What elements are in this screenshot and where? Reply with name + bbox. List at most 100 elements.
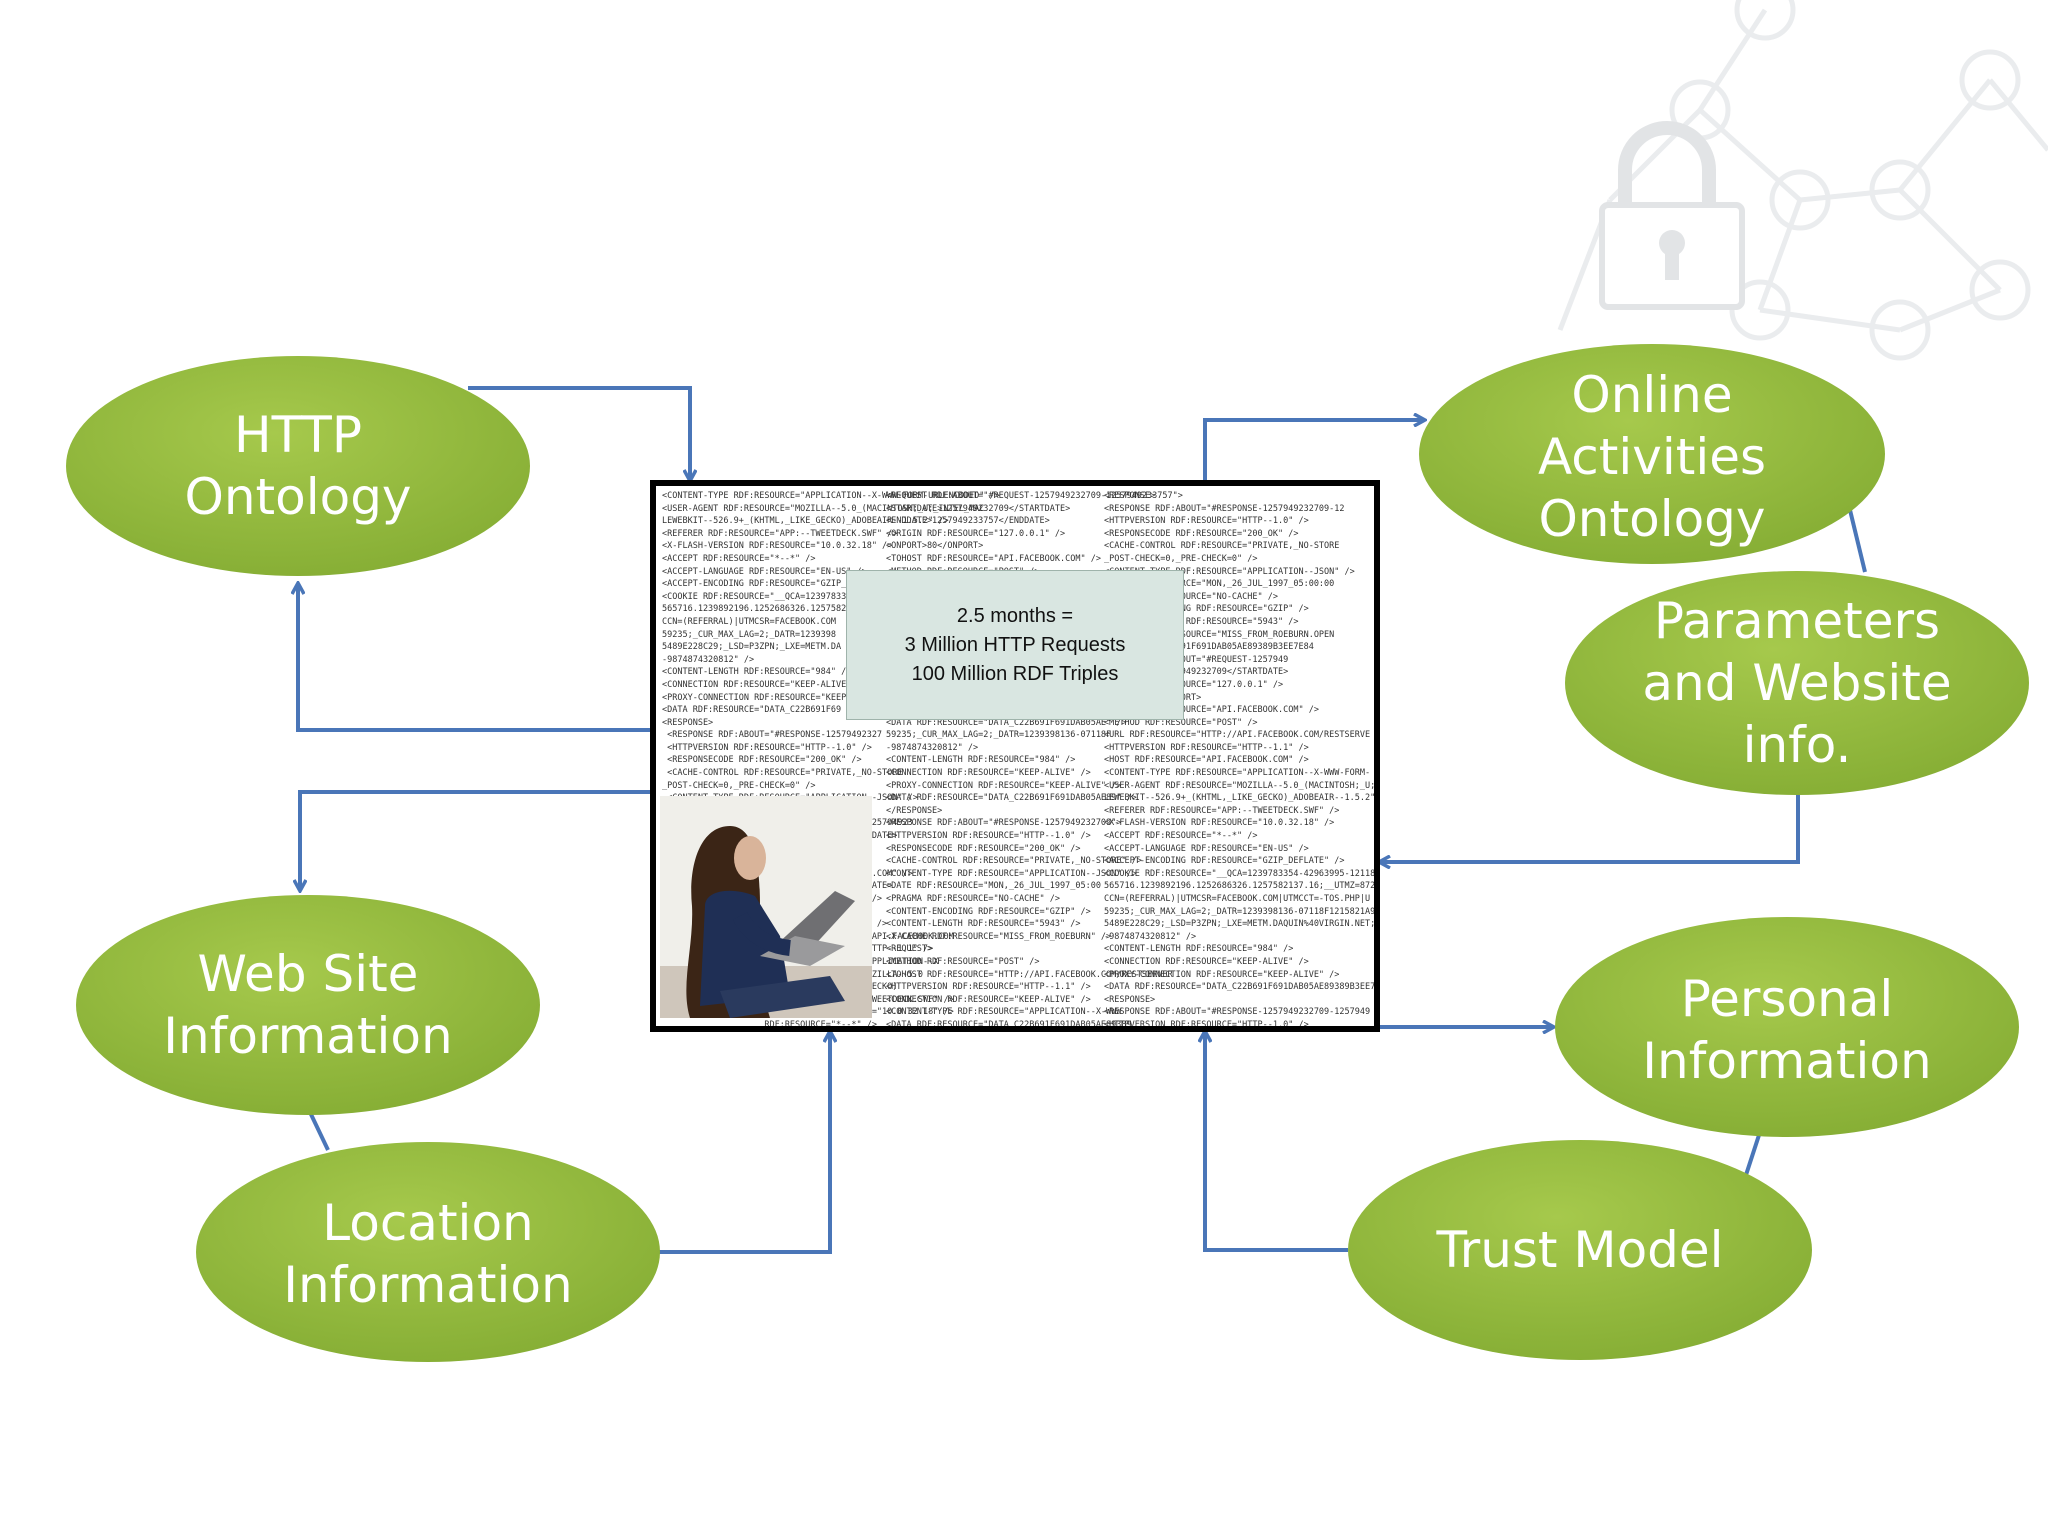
connector-arrows bbox=[298, 386, 1867, 1254]
arrow-center-to-http bbox=[298, 584, 650, 732]
rdf-line: <REFERER RDF:RESOURCE="APP:--TWEETDECK.S… bbox=[1104, 805, 1340, 816]
rdf-line: <CACHE-CONTROL RDF:RESOURCE="PRIVATE,_NO… bbox=[1104, 541, 1340, 552]
rdf-line: <TOHOST RDF:RESOURCE="API.FACEBOOK.COM" … bbox=[886, 553, 1101, 564]
rdf-line: <X-FLASH-VERSION RDF:RESOURCE="10.0.32.1… bbox=[1104, 818, 1335, 829]
rdf-line: <COOKIE RDF:RESOURCE="__QCA=1239783354-4… bbox=[1104, 868, 1376, 879]
arrow-location-to-center bbox=[658, 1032, 830, 1254]
rdf-line: <ACCEPT-ENCODING RDF:RESOURCE="GZIP_DEFL… bbox=[1104, 856, 1345, 867]
rdf-line: LEWEBKIT--526.9+_(KHTML,_LIKE_GECKO)_ADO… bbox=[1104, 793, 1380, 804]
rdf-line: <REQUEST> bbox=[886, 944, 933, 955]
node-location-information bbox=[196, 1142, 660, 1362]
rdf-line: <STARTDATE>1257949232709</STARTDATE> bbox=[886, 503, 1071, 514]
node-http-ontology bbox=[66, 356, 530, 576]
rdf-line: <METHOD RDF:RESOURCE="POST" /> bbox=[886, 956, 1040, 967]
rdf-line: <RESPONSE> bbox=[1104, 994, 1156, 1005]
rdf-line: <CONTENT-TYPE RDF:RESOURCE="APPLICATION-… bbox=[886, 868, 1137, 879]
rdf-line: <RESPONSECODE RDF:RESOURCE="200_OK" /> bbox=[886, 843, 1081, 854]
rdf-line: 59235;_CUR_MAX_LAG=2;_DATR=1239398 bbox=[662, 629, 836, 640]
stats-line-requests: 3 Million HTTP Requests bbox=[904, 633, 1126, 656]
rdf-text-column-2: <REQUEST RDF:ABOUT="#REQUEST-12579492327… bbox=[886, 490, 1183, 1030]
node-personal-information bbox=[1555, 917, 2019, 1137]
rdf-line: 59235;_CUR_MAX_LAG=2;_DATR=1239398136-07… bbox=[1104, 906, 1380, 917]
stats-line-duration: 2.5 months = bbox=[956, 604, 1074, 627]
rdf-line: <CONTENT-LENGTH RDF:RESOURCE="5943" /> bbox=[886, 919, 1081, 930]
rdf-line: <RESPONSE RDF:ABOUT="#RESPONSE-125794923… bbox=[662, 730, 883, 741]
rdf-line: LEWEBKIT--526.9+_(KHTML,_LIKE_GECKO)_ADO… bbox=[662, 516, 949, 527]
rdf-line: <COOKIE RDF:RESOURCE="__QCA=1239783354 bbox=[662, 591, 857, 602]
rdf-line: <RESPONSE> bbox=[1104, 491, 1156, 501]
arrow-trust-to-center bbox=[1205, 1032, 1348, 1252]
rdf-line: <CONTENT-LENGTH RDF:RESOURCE="984" /> bbox=[886, 755, 1076, 766]
node-web-site-information bbox=[76, 895, 540, 1115]
rdf-line: <CONTENT-ENCODING RDF:RESOURCE="GZIP" /> bbox=[886, 906, 1091, 917]
rdf-line: 565716.1239892196.1252686326.1257582 bbox=[662, 604, 847, 615]
rdf-line: <ENDDATE>1257949233757</ENDDATE> bbox=[886, 516, 1050, 527]
rdf-line: <DATA RDF:RESOURCE="DATA_C22B691F691DAB0… bbox=[1104, 982, 1376, 993]
arrow-params-to-center bbox=[1380, 792, 1800, 862]
arrow-center-to-online bbox=[1203, 420, 1424, 480]
rdf-line: <USER-AGENT RDF:RESOURCE="MOZILLA--5.0_(… bbox=[662, 503, 985, 514]
stats-line-triples: 100 Million RDF Triples bbox=[911, 662, 1119, 685]
rdf-line: <CONNECTION RDF:RESOURCE="KEEP-ALIVE" /> bbox=[886, 994, 1091, 1005]
rdf-line: <URL RDF:RESOURCE="HTTP://API.FACEBOOK.C… bbox=[1104, 730, 1371, 741]
rdf-line: <ORIGIN RDF:RESOURCE="127.0.0.1" /> bbox=[886, 528, 1066, 539]
rdf-line: <CONTENT-TYPE RDF:RESOURCE="APPLICATION-… bbox=[662, 491, 1000, 501]
node-parameters-website-info bbox=[1565, 571, 2029, 795]
node-online-activities-ontology bbox=[1419, 344, 1885, 564]
rdf-line: 565716.1239892196.1252686326.1257582137.… bbox=[1104, 881, 1380, 892]
arrow-center-to-website bbox=[300, 790, 650, 890]
rdf-line: <RESPONSE> bbox=[662, 717, 714, 728]
rdf-line: <DATA RDF:RESOURCE="DATA_C22B691F691DAB0… bbox=[886, 1019, 1132, 1030]
stats-callout: 2.5 months = 3 Million HTTP Requests 100… bbox=[846, 570, 1184, 720]
rdf-line: <CONNECTION RDF:RESOURCE="KEEP-ALIVE" /> bbox=[1104, 956, 1309, 967]
link-website-location bbox=[306, 1107, 330, 1151]
rdf-line: <METHOD RDF:RESOURCE="POST" /> bbox=[1104, 717, 1258, 728]
rdf-line: <RESPONSECODE RDF:RESOURCE="200_OK" /> bbox=[1104, 528, 1299, 539]
rdf-line: <REFERER RDF:RESOURCE="APP:--TWEETDECK.S… bbox=[662, 528, 898, 539]
rdf-line: <RESPONSE RDF:ABOUT="#RESPONSE-125794923… bbox=[1104, 1007, 1371, 1018]
rdf-line: <PROXY-CONNECTION RDF:RESOURCE="KEEP-ALI… bbox=[886, 780, 1122, 791]
rdf-line: -9874874320812" /> bbox=[886, 742, 979, 753]
rdf-line: <RESPONSE RDF:ABOUT="#RESPONSE-125794923… bbox=[1104, 503, 1345, 514]
node-trust-model bbox=[1348, 1140, 1812, 1360]
rdf-line: <X-CACHE RDF:RESOURCE="MISS_FROM_ROEBURN… bbox=[886, 931, 1112, 942]
rdf-line: <BODYHASH>C22B691F691DAB05AE89389B3EE7E8… bbox=[1104, 642, 1314, 653]
rdf-line: <REQUEST RDF:ABOUT="#REQUEST-12579492327… bbox=[886, 491, 1183, 501]
lock-icon bbox=[1599, 121, 1745, 310]
rdf-line: <HTTPVERSION RDF:RESOURCE="HTTP--1.1" /> bbox=[886, 982, 1091, 993]
rdf-line: 59235;_CUR_MAX_LAG=2;_DATR=1239398136-07… bbox=[886, 730, 1112, 741]
rdf-line: <ACCEPT RDF:RESOURCE="*--*" /> bbox=[662, 553, 816, 564]
rdf-line: <DATE RDF:RESOURCE="MON,_26_JUL_1997_05:… bbox=[886, 881, 1101, 892]
rdf-line: <USER-AGENT RDF:RESOURCE="MOZILLA--5.0_(… bbox=[1104, 780, 1380, 791]
rdf-line: 5489E228C29;_LSD=P3ZPN;_LXE=METM.DA bbox=[662, 642, 842, 653]
rdf-line: <CONNECTION RDF:RESOURCE="KEEP-ALIVE" /> bbox=[886, 768, 1091, 779]
person-with-laptop-photo bbox=[660, 796, 872, 1018]
rdf-line: CCN=(REFERRAL)|UTMCSR=FACEBOOK.COM bbox=[662, 616, 836, 627]
rdf-line: _POST-CHECK=0,_PRE-CHECK=0" /> bbox=[662, 780, 816, 791]
rdf-data-panel: <CONTENT-TYPE RDF:RESOURCE="APPLICATION-… bbox=[650, 480, 1380, 1032]
rdf-line: -9874874320812" /> bbox=[1104, 931, 1197, 942]
rdf-line: <HTTPVERSION RDF:RESOURCE="HTTP--1.0" /> bbox=[886, 831, 1091, 842]
rdf-line: <DATA RDF:RESOURCE="DATA_C22B691F691DAB0… bbox=[886, 717, 1127, 728]
rdf-line: RDF:RESOURCE="*--*" /> bbox=[662, 1019, 877, 1030]
rdf-line: 5489E228C29;_LSD=P3ZPN;_LXE=METM.DAQUIN%… bbox=[1104, 919, 1380, 930]
rdf-line: <PRAGMA RDF:RESOURCE="NO-CACHE" /> bbox=[886, 894, 1060, 904]
rdf-line: <RESPONSECODE RDF:RESOURCE="200_OK" /> bbox=[662, 755, 862, 766]
rdf-line: CCN=(REFERRAL)|UTMCSR=FACEBOOK.COM|UTMCC… bbox=[1104, 894, 1371, 904]
rdf-line: <X-FLASH-VERSION RDF:RESOURCE="10.0.32.1… bbox=[662, 541, 893, 552]
rdf-line: <ONPORT>80</ONPORT> bbox=[886, 541, 984, 552]
rdf-line: <HTTPVERSION RDF:RESOURCE="HTTP--1.0" /> bbox=[662, 742, 872, 753]
rdf-line: <HOST RDF:RESOURCE="API.FACEBOOK.COM" /> bbox=[1104, 755, 1309, 766]
rdf-line: _POST-CHECK=0,_PRE-CHECK=0" /> bbox=[1104, 553, 1258, 564]
rdf-line: <CONTENT-TYPE RDF:RESOURCE="APPLICATION-… bbox=[886, 1007, 1122, 1018]
rdf-line: <HTTPVERSION RDF:RESOURCE="HTTP--1.0" /> bbox=[1104, 516, 1309, 527]
rdf-line: <HTTPVERSION RDF:RESOURCE="HTTP--1.1" /> bbox=[1104, 742, 1309, 753]
rdf-line: <ACCEPT-LANGUAGE RDF:RESOURCE="EN-US" /> bbox=[1104, 843, 1309, 854]
rdf-line: <DATA RDF:RESOURCE="DATA_C22B691F69 bbox=[662, 705, 842, 716]
rdf-line: <HTTPVERSION RDF:RESOURCE="HTTP--1.0" /> bbox=[1104, 1019, 1309, 1030]
arrow-http-to-center bbox=[468, 386, 690, 480]
rdf-line: <STARTDATE>1257949232709</STARTDATE> bbox=[1104, 667, 1289, 678]
rdf-line: <PROXY-CONNECTION RDF:RESOURCE="KEEP-ALI… bbox=[1104, 969, 1340, 980]
rdf-line: <CACHE-CONTROL RDF:RESOURCE="PRIVATE,_NO… bbox=[886, 856, 1142, 867]
